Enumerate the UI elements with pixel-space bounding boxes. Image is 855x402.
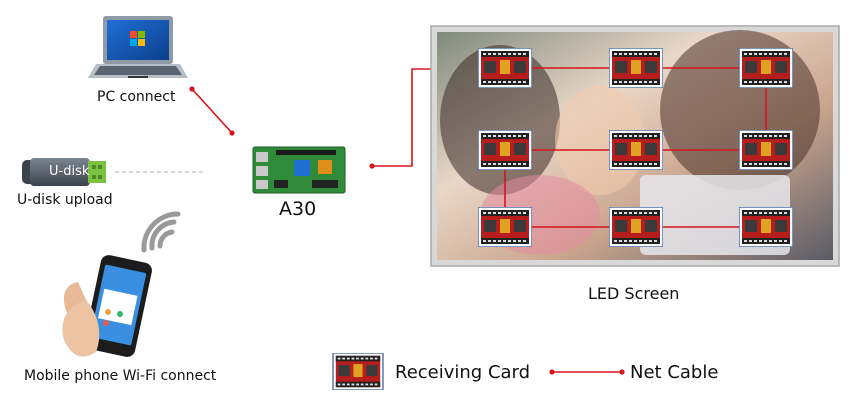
pc-connect-label: PC connect: [97, 89, 176, 105]
legend-net-cable-label: Net Cable: [630, 362, 719, 383]
laptop-icon: [88, 16, 188, 78]
receiving-card-links: [504, 67, 767, 228]
legend-receiving-card-label: Receiving Card: [395, 362, 531, 383]
receiving-card: [478, 207, 532, 247]
legend-receiving-card-icon: [332, 353, 384, 390]
receiving-card: [739, 207, 793, 247]
u-disk-icon: [22, 158, 106, 186]
legend: [332, 353, 625, 390]
led-screen-label: LED Screen: [588, 284, 680, 303]
u-disk-tag-label: U-disk: [49, 164, 90, 179]
receiving-card: [609, 48, 663, 88]
receiving-card-grid: [478, 48, 793, 247]
controller-label: A30: [279, 198, 317, 220]
u-disk-upload-label: U-disk upload: [17, 192, 113, 208]
receiving-card: [609, 207, 663, 247]
receiving-card: [609, 130, 663, 170]
mobile-phone-icon: [62, 255, 152, 357]
pc-to-controller-cable: [191, 88, 233, 134]
controller-board-icon: [252, 146, 346, 194]
receiving-card: [739, 48, 793, 88]
receiving-card: [739, 130, 793, 170]
receiving-card: [478, 130, 532, 170]
wifi-signal-icon: [141, 211, 181, 253]
mobile-wifi-label: Mobile phone Wi-Fi connect: [24, 368, 217, 384]
receiving-card: [478, 48, 532, 88]
